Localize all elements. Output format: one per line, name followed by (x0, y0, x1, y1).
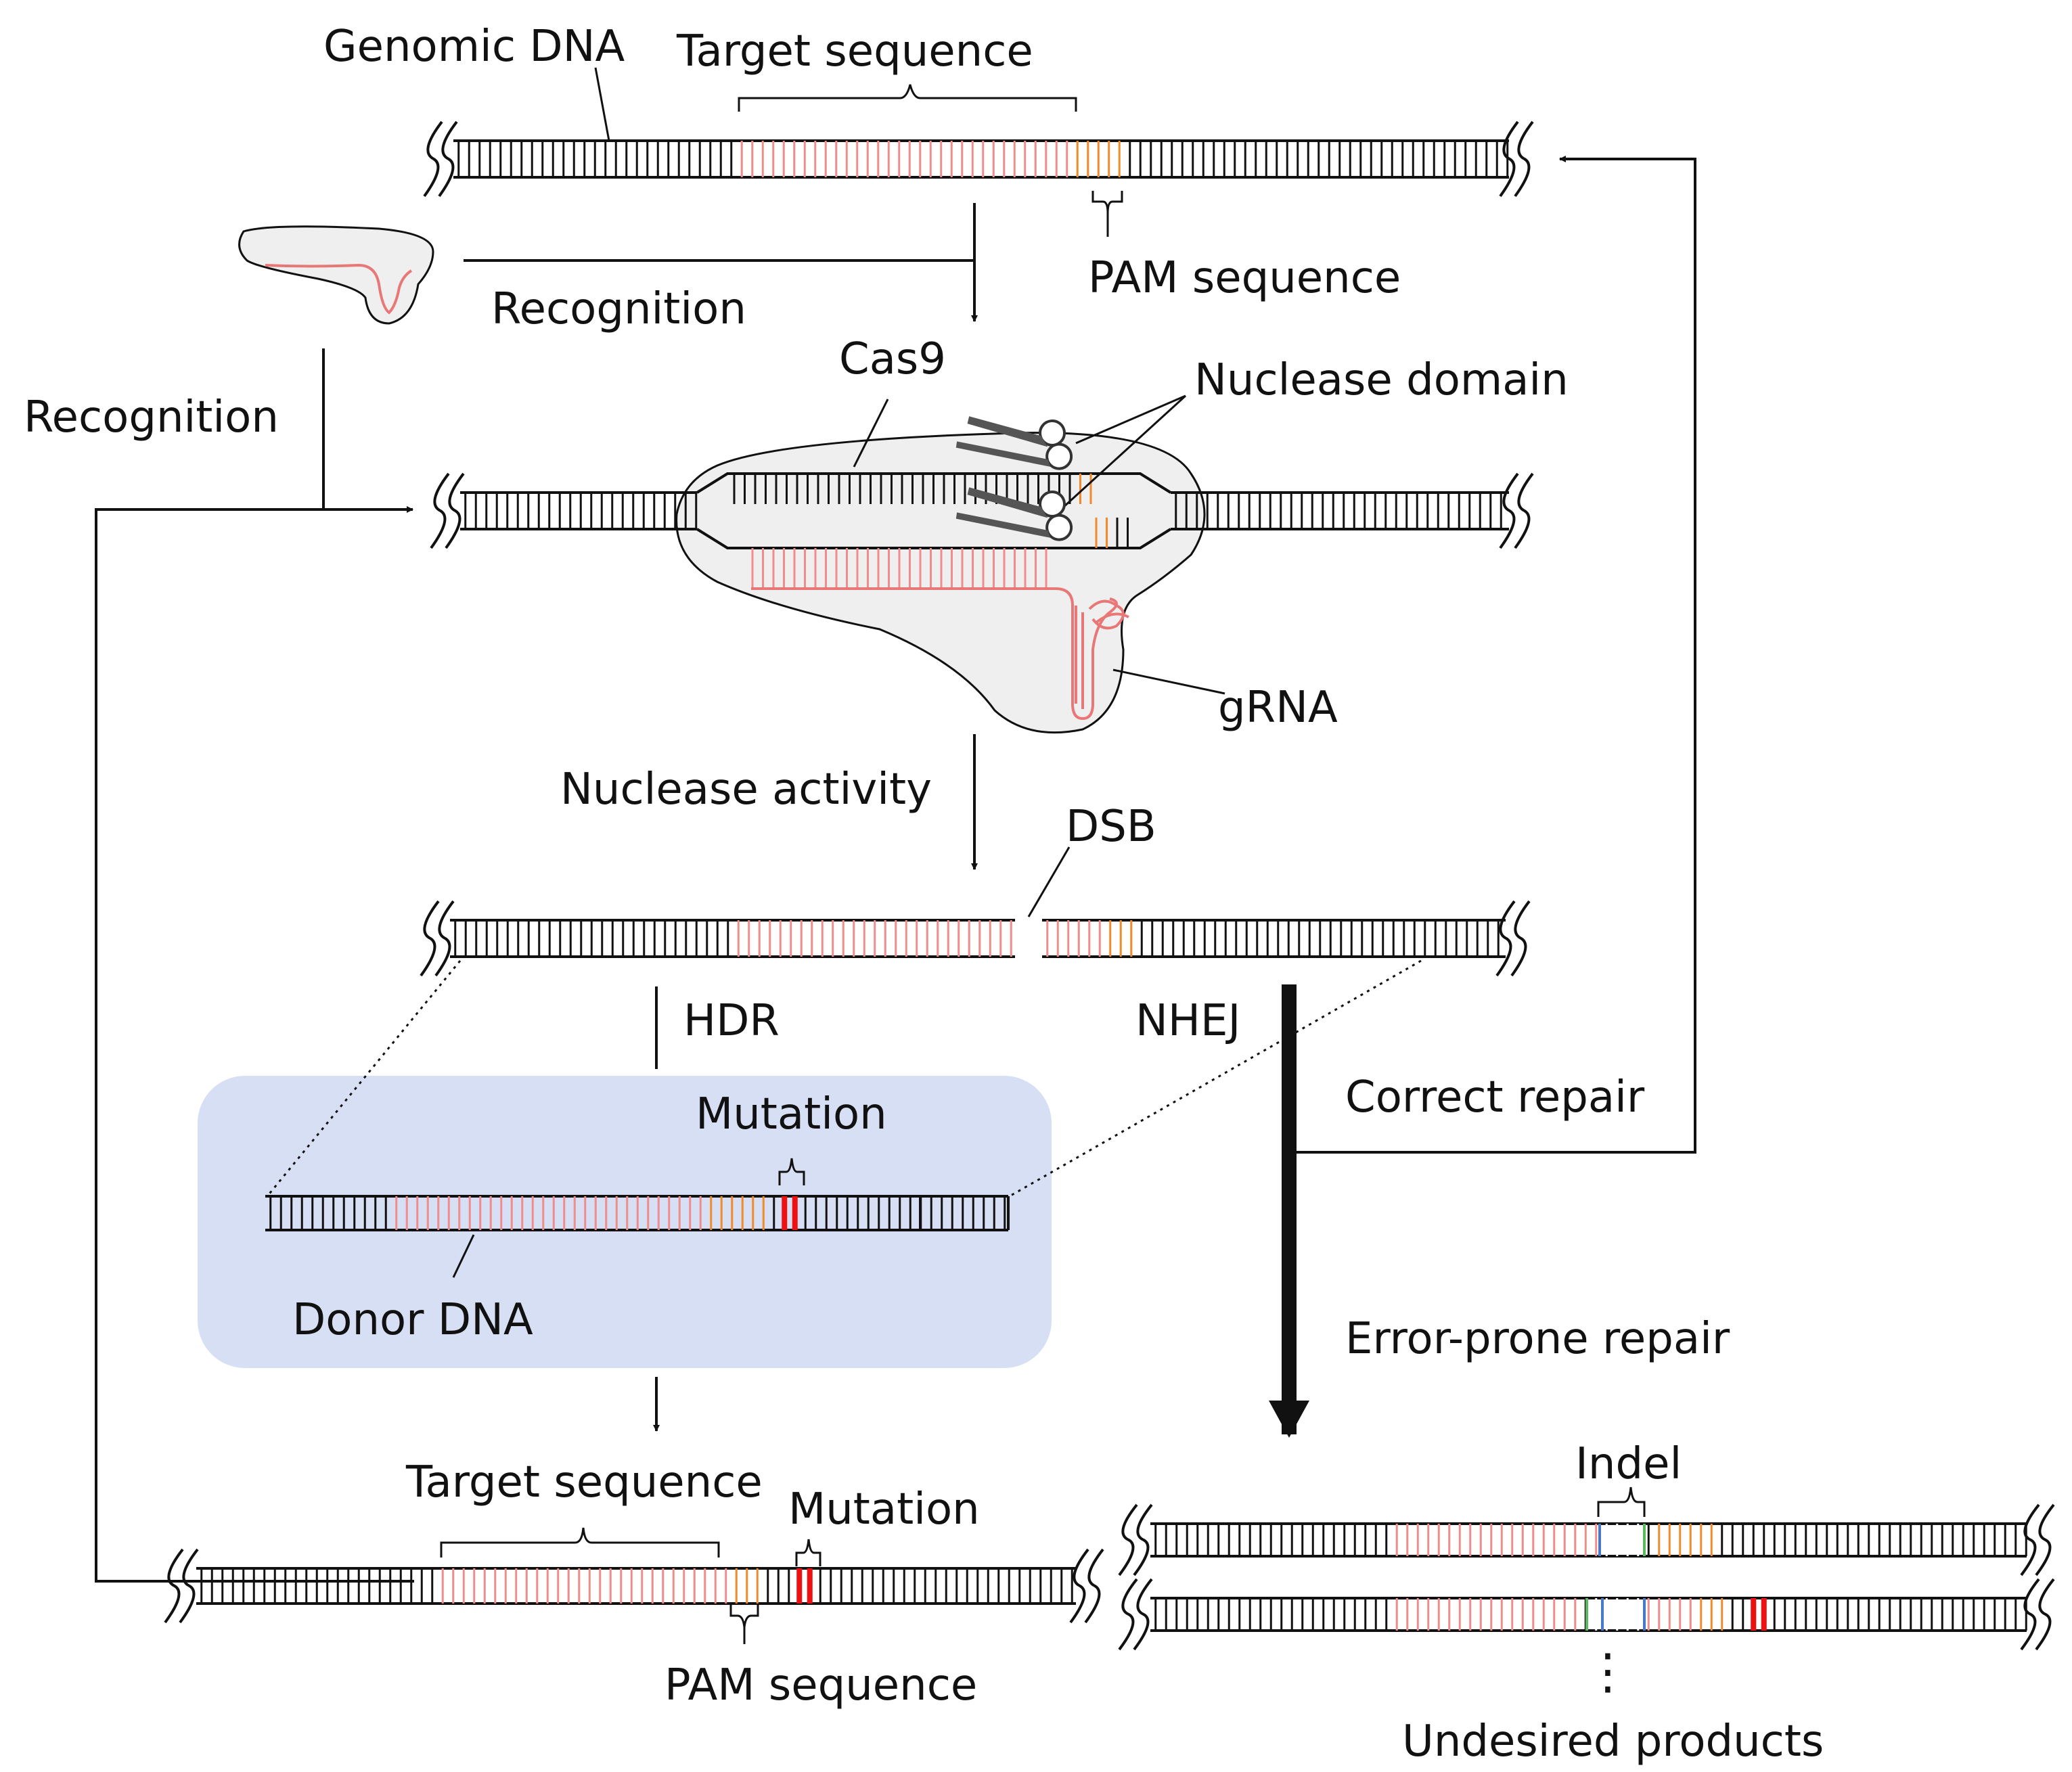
mutation-bottom-bracket (795, 1539, 821, 1566)
donor-dna-label: Donor DNA (292, 1295, 533, 1345)
pam-bracket-bottom (729, 1604, 759, 1644)
correct-repair-label: Correct repair (1345, 1072, 1645, 1122)
recognition-label-b: Recognition (24, 392, 279, 442)
genomic-dna-pointer (594, 67, 610, 141)
scissors-icon (955, 487, 1073, 541)
strand-break-icon (1133, 1503, 1153, 1576)
mutation-bottom-label: Mutation (788, 1484, 980, 1535)
error-prone-repair-label: Error-prone repair (1345, 1314, 1730, 1364)
pam-sequence-bottom-label: PAM sequence (665, 1660, 977, 1710)
strand-break-icon (2035, 1578, 2055, 1651)
strand-break-icon (434, 900, 455, 977)
strand-break-icon (423, 120, 443, 198)
mutation-donor-bracket (778, 1158, 805, 1185)
nuclease-pointer-1 (1075, 394, 1186, 445)
undesired-products-label: Undesired products (1402, 1717, 1824, 1767)
feedback-loop-left (95, 506, 414, 1583)
strand-break-icon (445, 472, 465, 549)
strand-break-icon (2035, 1503, 2055, 1576)
dsb-pointer (1027, 846, 1071, 917)
strand-break-icon (1514, 472, 1534, 549)
donor-dna-pointer (452, 1234, 475, 1278)
homology-left-dotted (266, 960, 461, 1197)
hdr-product-strand (164, 1548, 1104, 1624)
more-products-ellipsis: ⋮ (1583, 1643, 1632, 1700)
pam-sequence-top-label: PAM sequence (1088, 253, 1401, 303)
grna-pointer (1112, 668, 1225, 695)
strand-break-icon (438, 120, 458, 198)
strand-break-icon (1499, 120, 1519, 198)
strand-break-icon (2020, 1578, 2040, 1651)
nhej-product-1 (1118, 1503, 2055, 1576)
nuclease-activity-label: Nuclease activity (560, 765, 932, 815)
mutation-donor-label: Mutation (696, 1089, 887, 1139)
cas9-label: Cas9 (839, 334, 946, 384)
nuclease-pointer-2 (1054, 394, 1187, 516)
dsb-label: DSB (1066, 802, 1156, 852)
strand-break-icon (1133, 1578, 1153, 1651)
strand-break-icon (1118, 1578, 1138, 1651)
target-bracket-top (738, 84, 1077, 112)
cas9-pointer (853, 399, 889, 468)
nhej-label: NHEJ (1135, 996, 1240, 1046)
strand-break-icon (1069, 1548, 1089, 1624)
strand-break-icon (430, 472, 450, 549)
scissors-icon (955, 416, 1073, 470)
grna-hairpin (751, 587, 1129, 721)
genomic-dna-label: Genomic DNA (323, 22, 625, 72)
strand-break-icon (1495, 900, 1516, 977)
nhej-product-2 (1118, 1578, 2055, 1651)
dsb-dna-strand (420, 900, 1531, 977)
grna-label: gRNA (1218, 683, 1338, 733)
genomic-dna-strand (423, 120, 1534, 198)
strand-break-icon (1118, 1503, 1138, 1576)
target-sequence-bottom-label: Target sequence (405, 1457, 763, 1507)
strand-break-icon (164, 1548, 184, 1624)
recognition-label-a: Recognition (491, 284, 746, 334)
strand-break-icon (1084, 1548, 1104, 1624)
cas9-bound-dna (430, 472, 1534, 589)
strand-break-icon (1499, 472, 1519, 549)
indel-bracket (1597, 1486, 1646, 1517)
donor-box (198, 1076, 1052, 1368)
strand-break-icon (1514, 120, 1534, 198)
strand-break-icon (179, 1548, 199, 1624)
strand-break-icon (420, 900, 440, 977)
pam-bracket-top (1091, 191, 1123, 237)
target-sequence-top-label: Target sequence (676, 26, 1033, 76)
target-bracket-bottom (440, 1527, 720, 1558)
strand-break-icon (2020, 1503, 2040, 1576)
correct-repair-loop (1292, 156, 1696, 1154)
grna-free-icon (238, 225, 434, 325)
indel-label: Indel (1575, 1439, 1682, 1489)
homology-right-dotted (1009, 959, 1422, 1198)
hdr-label: HDR (683, 996, 780, 1046)
donor-dna-strand (265, 1195, 1010, 1231)
strand-break-icon (1510, 900, 1531, 977)
nuclease-domain-label: Nuclease domain (1194, 355, 1569, 405)
grna-strand-icon (265, 263, 413, 315)
